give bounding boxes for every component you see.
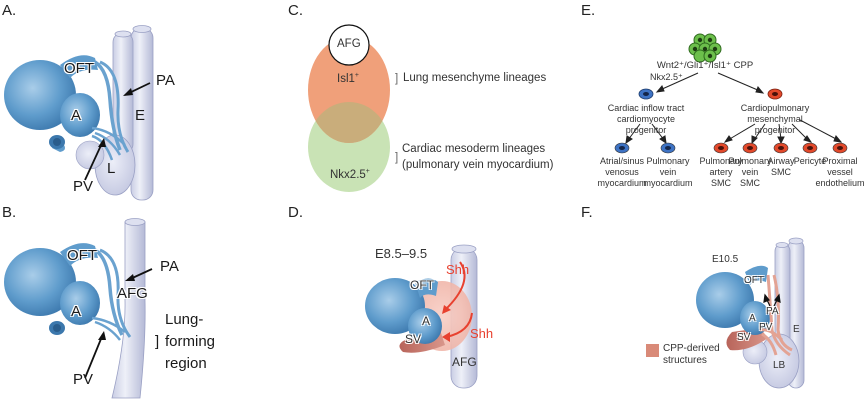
cell-nucleus (718, 146, 724, 150)
root-label: Wnt2⁺/Gli1⁺/Isl1⁺ CPP (656, 60, 754, 71)
edge-label-nkx: Nkx2.5⁺ (650, 72, 683, 82)
label-sv-f: SV (737, 332, 751, 343)
label-pv-f: PV (759, 322, 773, 333)
label-e-f: E (793, 324, 800, 335)
label-oft-b: OFT (67, 247, 97, 264)
label-afg-d: AFG (452, 355, 477, 369)
label-a-d: A (422, 314, 431, 328)
label-pa-f: PA (766, 306, 779, 317)
foregut-tube (111, 221, 146, 399)
label-l: L (107, 160, 116, 177)
panel-letter-e: E. (581, 2, 596, 19)
region-line3: region (165, 355, 207, 372)
panel-letter-f: F. (581, 204, 593, 221)
label-oft-f: OFT (744, 275, 764, 286)
region-bracket: ] (155, 333, 160, 350)
right-leaf-label-3: Pericyte (793, 156, 827, 166)
label-a: A (71, 107, 82, 124)
isl1-label: Isl1+ (337, 72, 359, 85)
shh-label-1: Shh (446, 262, 470, 277)
afg-circle (328, 24, 370, 66)
cell-nucleus (747, 146, 753, 150)
ventricle-b (4, 248, 76, 316)
cell-nucleus (665, 146, 671, 150)
lung-lineages-label: Lung mesenchyme lineages (403, 72, 547, 84)
stage-label-d: E8.5–9.5 (375, 246, 428, 261)
ventricle-f (696, 272, 754, 328)
cell-nucleus (807, 146, 813, 150)
bracket-lung: ] (395, 73, 399, 85)
cell-nucleus (837, 146, 843, 150)
overlap-region (308, 102, 390, 143)
label-e: E (135, 107, 146, 124)
label-sv-d: SV (405, 332, 422, 346)
label-pv-b: PV (73, 371, 94, 388)
afg-label: AFG (337, 38, 361, 50)
label-oft-d: OFT (410, 278, 434, 292)
nkx-label: Nkx2.5+ (330, 168, 370, 181)
cpp-derived-vessels (759, 274, 793, 357)
label-pv: PV (73, 178, 94, 195)
panel-letter-b: B. (2, 204, 17, 221)
label-afg-b: AFG (117, 285, 148, 302)
region-line1: Lung- (165, 311, 204, 328)
panel-letter-d: D. (288, 204, 303, 221)
cell-nucleus (619, 146, 625, 150)
label-pa: PA (156, 72, 175, 89)
panel-letter-a: A. (2, 2, 17, 19)
label-a-f: A (749, 313, 756, 324)
region-line2: forming (165, 333, 216, 350)
ventricle (4, 60, 76, 130)
shh-label-2: Shh (470, 326, 494, 341)
label-a-b: A (71, 303, 82, 320)
panel-letter-c: C. (288, 2, 303, 19)
label-oft: OFT (64, 60, 94, 77)
stage-label-f: E10.5 (712, 254, 739, 265)
legend-swatch (646, 344, 659, 357)
label-pa-b: PA (160, 258, 179, 275)
bracket-cardiac: ] (395, 152, 399, 164)
cardiac-lineages-line1: Cardiac mesoderm lineages (402, 143, 546, 155)
cell-nucleus (778, 146, 784, 150)
cpp-cell-cluster (688, 33, 722, 63)
shh-arrow-1 (444, 261, 466, 311)
cardiac-lineages-line2: (pulmonary vein myocardium) (402, 159, 554, 171)
label-lb-f: LB (773, 360, 786, 371)
